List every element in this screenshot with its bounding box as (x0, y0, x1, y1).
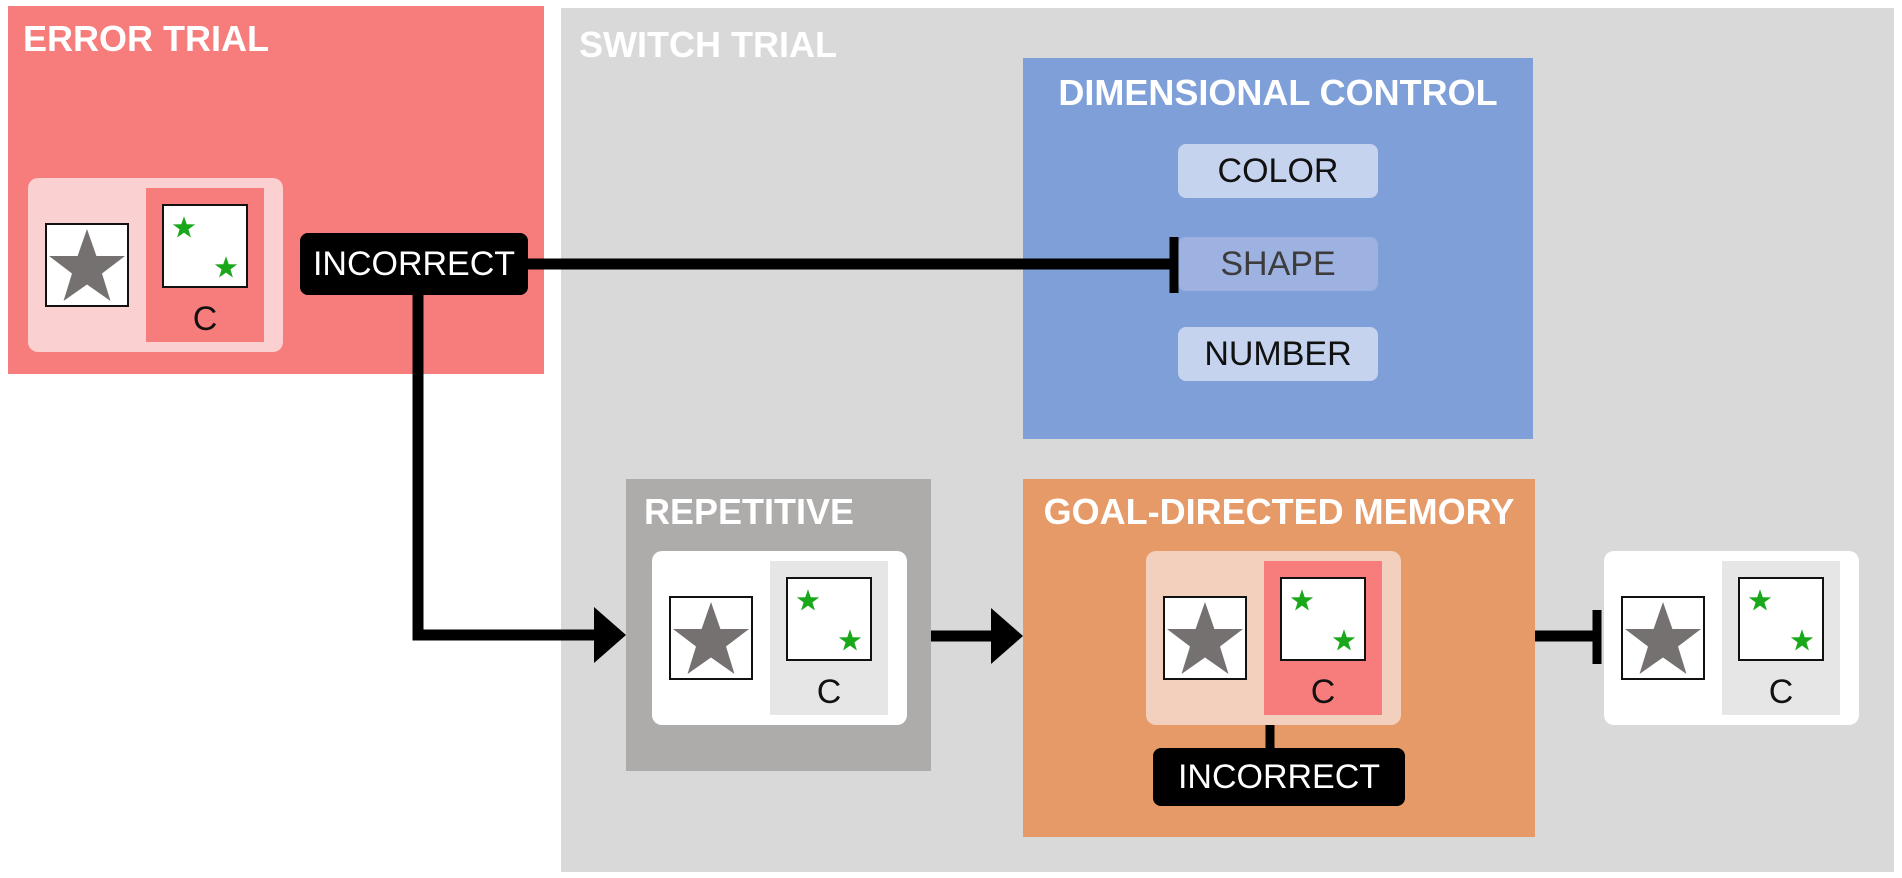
target-star-card (669, 596, 753, 680)
two-green-stars-card (786, 577, 872, 661)
target-star-card (1621, 596, 1705, 680)
small-star-icon (1790, 629, 1814, 651)
target-star-card (45, 223, 129, 307)
error-card-set: C (28, 178, 283, 352)
small-star-icon (838, 629, 862, 651)
error-to-repetitive-line (412, 290, 596, 641)
switch-trial-title: SWITCH TRIAL (579, 24, 837, 65)
choice-panel: C (770, 561, 888, 715)
large-star-icon (1167, 602, 1243, 674)
small-star-icon (1332, 629, 1356, 651)
large-star-icon (1625, 602, 1701, 674)
choice-letter: C (1310, 673, 1336, 711)
memory-incorrect-label: INCORRECT (1153, 748, 1405, 806)
dimension-option-color: COLOR (1178, 144, 1378, 198)
goal-directed-memory-title: GOAL-DIRECTED MEMORY (1043, 491, 1515, 532)
arrow-icon (594, 607, 626, 663)
two-green-stars-card (1280, 577, 1366, 661)
small-star-pair (796, 589, 862, 651)
small-star-pair (1290, 589, 1356, 651)
arrow-icon (991, 608, 1023, 664)
selected-choice-panel: C (146, 188, 264, 342)
choice-panel: C (1722, 561, 1840, 715)
repetitive-card-set: C (652, 551, 907, 725)
target-star-card (1163, 596, 1247, 680)
small-star-icon (214, 256, 238, 278)
small-star-icon (1290, 589, 1314, 611)
final-card-set: C (1604, 551, 1859, 725)
error-trial-title: ERROR TRIAL (23, 18, 269, 59)
two-green-stars-card (162, 204, 248, 288)
large-star-icon (49, 229, 125, 301)
selected-choice-panel: C (1264, 561, 1382, 715)
choice-letter: C (192, 300, 218, 338)
small-star-icon (1748, 589, 1772, 611)
dimension-option-shape: SHAPE (1178, 237, 1378, 291)
large-star-icon (673, 602, 749, 674)
repetitive-title: REPETITIVE (644, 491, 855, 532)
small-star-icon (172, 216, 196, 238)
memory-card-set: C (1146, 551, 1401, 725)
error-incorrect-label: INCORRECT (300, 233, 528, 295)
choice-letter: C (816, 673, 842, 711)
two-green-stars-card (1738, 577, 1824, 661)
small-star-pair (1748, 589, 1814, 651)
choice-letter: C (1768, 673, 1794, 711)
dimension-option-number: NUMBER (1178, 327, 1378, 381)
small-star-icon (796, 589, 820, 611)
dimensional-control-title: DIMENSIONAL CONTROL (1058, 72, 1498, 113)
small-star-pair (172, 216, 238, 278)
